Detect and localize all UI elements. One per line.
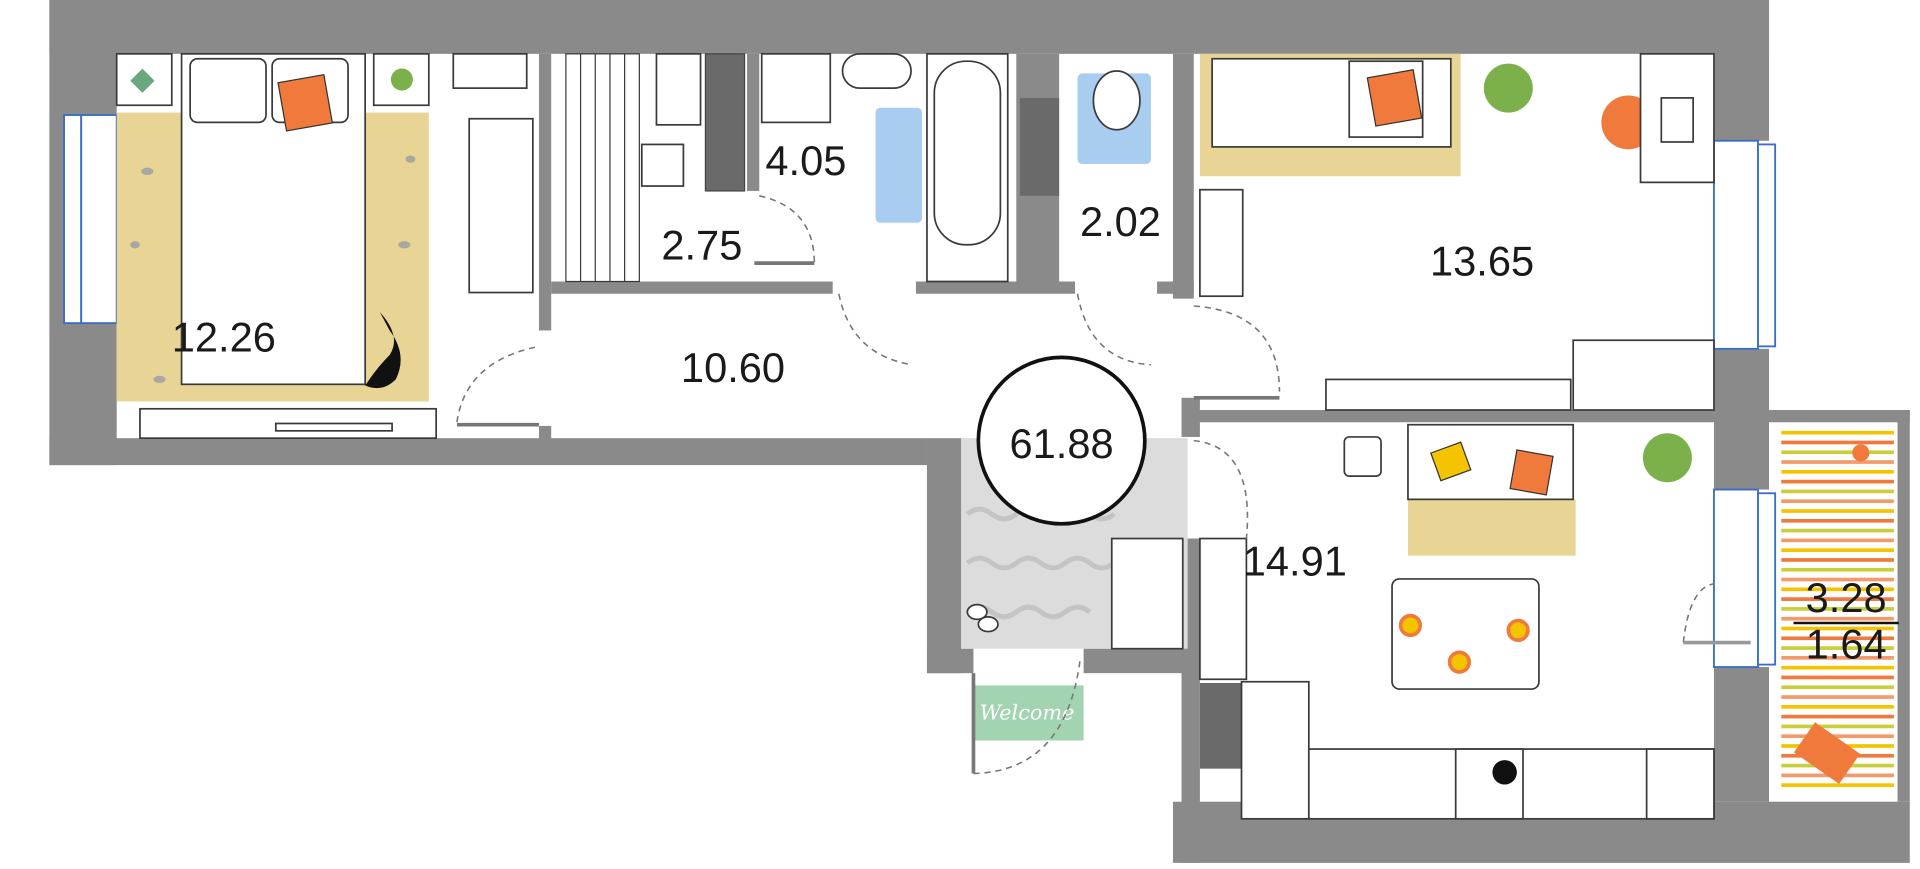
ball-icon: [1852, 444, 1870, 462]
balcony-stripe: [1781, 538, 1894, 543]
room-area-bedroom-1: 12.26: [172, 313, 276, 360]
room-area-sauna: 2.75: [661, 221, 742, 268]
balcony-stripe: [1781, 734, 1894, 739]
frying-pan-icon: [1492, 760, 1517, 785]
wardrobe[interactable]: [468, 117, 534, 294]
slippers-icon: [966, 603, 988, 621]
fridge[interactable]: [1199, 537, 1248, 681]
balcony-stripe: [1781, 636, 1894, 641]
dresser: [1199, 188, 1244, 298]
balcony-stripe: [1781, 469, 1894, 474]
cat-icon: [365, 312, 401, 389]
plant-icon: [1642, 433, 1692, 483]
balcony-stripe: [1781, 558, 1894, 562]
towel-dryer: [760, 52, 832, 124]
balcony-stripe: [1781, 616, 1894, 621]
balcony-reduced-area: 1.64: [1806, 620, 1887, 667]
slippers-icon: [977, 616, 999, 633]
plate-icon: [1506, 618, 1530, 642]
sauna-bucket-icon: [640, 143, 685, 187]
cabinet: [1645, 748, 1715, 820]
plant-icon: [390, 68, 413, 91]
pillow: [189, 57, 267, 124]
room-area-toilet: 2.02: [1080, 198, 1161, 245]
balcony-stripe: [1781, 724, 1894, 729]
balcony-stripe: [1781, 665, 1894, 670]
plate-icon: [1447, 650, 1471, 674]
sauna-bench: [565, 53, 640, 283]
balcony-stripe: [1781, 479, 1894, 484]
balcony-stripe: [1781, 646, 1894, 650]
toilet[interactable]: [1092, 70, 1141, 131]
tv: [274, 422, 393, 432]
shoe-rack: [1110, 537, 1184, 650]
balcony-stripe: [1781, 675, 1894, 680]
keyboard-icon: [1660, 97, 1694, 143]
doormat: [973, 685, 1084, 741]
balcony-stripe: [1781, 685, 1894, 690]
balcony-stripe: [1781, 518, 1894, 523]
washing-machine: [1019, 97, 1060, 196]
window-left: [63, 114, 118, 325]
balcony-stripe: [1781, 528, 1894, 533]
balcony-stripe: [1781, 783, 1894, 787]
balcony-stripe: [1781, 440, 1894, 445]
sink-unit: [704, 53, 746, 192]
tv-stand-2: [1325, 378, 1572, 411]
doormat-text: Welcome: [980, 701, 1075, 725]
window-bedroom-2: [1713, 139, 1777, 350]
balcony-stripe: [1781, 460, 1894, 464]
balcony-stripe: [1781, 430, 1894, 435]
pillow-orange: [277, 73, 334, 132]
balcony-stripe: [1781, 714, 1894, 719]
room-area-corridor: 10.60: [681, 344, 785, 391]
pillow-orange: [1509, 449, 1554, 496]
room-area-bathroom: 4.05: [765, 137, 846, 184]
total-area: 61.88: [1010, 420, 1114, 467]
pillow-orange: [1366, 69, 1423, 127]
room-area-kitchen: 14.91: [1243, 537, 1347, 584]
balcony-stripe: [1781, 607, 1894, 611]
pillow-yellow: [1430, 441, 1472, 482]
sink-dark: [1199, 682, 1242, 769]
balcony-stripe: [1781, 656, 1894, 660]
balcony-stripe: [1781, 489, 1894, 494]
balcony-stripe: [1781, 499, 1894, 504]
plate-icon: [1398, 613, 1423, 638]
balcony-stripe: [1781, 695, 1894, 699]
armchair[interactable]: [1343, 436, 1382, 477]
deck-chair: [1793, 722, 1861, 784]
window-kitchen: [1713, 488, 1777, 668]
radiator: [452, 52, 528, 89]
electric-panel: [655, 52, 702, 126]
bathmat: [875, 107, 923, 223]
balcony-stripe: [1781, 704, 1894, 709]
dining-table[interactable]: [1391, 578, 1540, 690]
balcony-stripe: [1781, 626, 1894, 631]
balcony-stripe: [1781, 509, 1894, 513]
balcony-stripe: [1781, 577, 1894, 582]
plant-icon: [1483, 63, 1533, 113]
stove[interactable]: [1454, 748, 1524, 820]
washbasin[interactable]: [841, 52, 912, 89]
balcony-stripe: [1781, 587, 1894, 592]
balcony-stripe: [1781, 548, 1894, 552]
shoe-cabinet: [1572, 339, 1715, 411]
kitchen-sink[interactable]: [1240, 680, 1310, 820]
balcony-area: 3.28: [1806, 574, 1887, 621]
balcony-stripe: [1781, 567, 1894, 572]
bathtub-inner: [933, 60, 1002, 246]
room-area-bedroom-2: 13.65: [1430, 237, 1534, 284]
total-area-circle: [976, 355, 1147, 526]
balcony-stripe: [1781, 450, 1894, 455]
balcony-stripe: [1781, 597, 1894, 601]
rug-living: [1407, 499, 1576, 556]
